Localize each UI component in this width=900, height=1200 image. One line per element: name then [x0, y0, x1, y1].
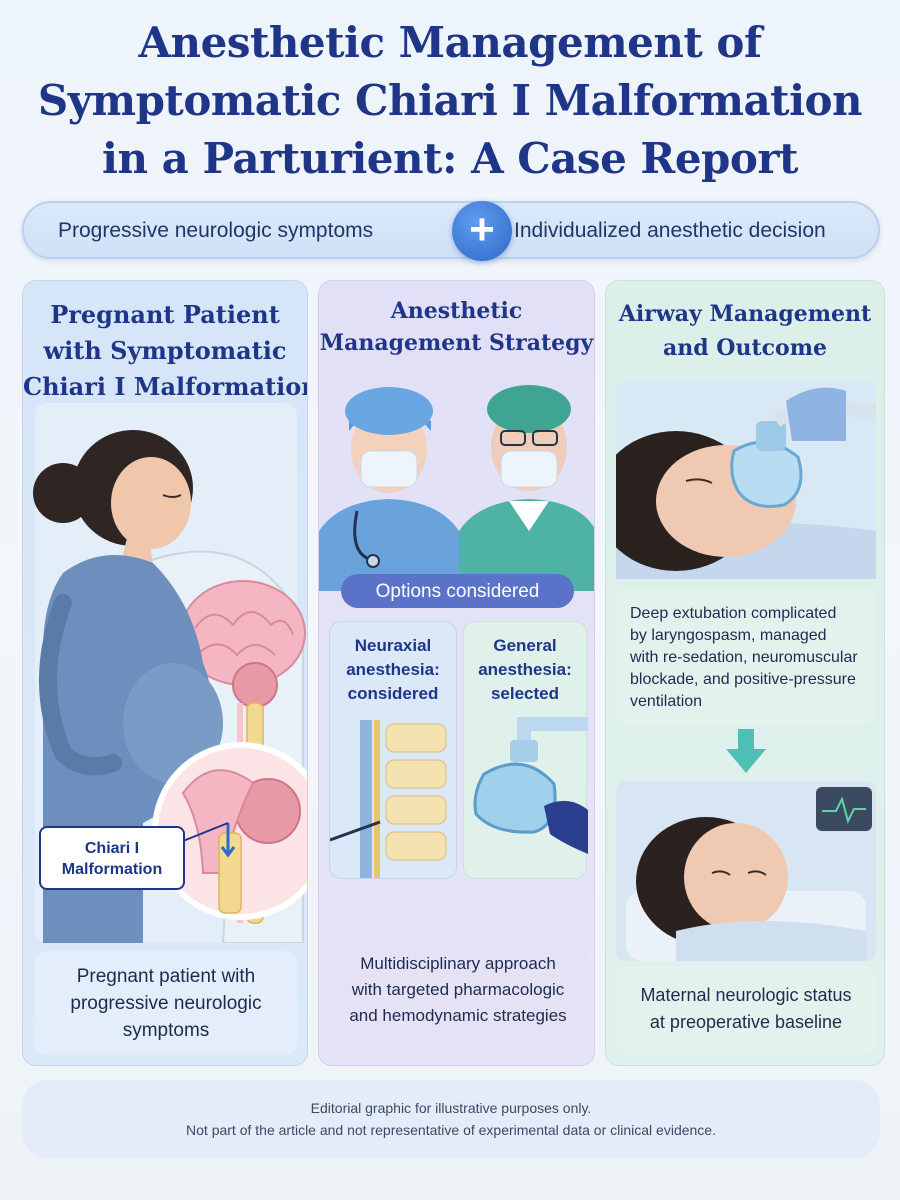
- clinicians-illustration: [319, 385, 594, 591]
- callout-line: Chiari I: [84, 840, 140, 857]
- panel-strategy-title: Anesthetic Management Strategy: [319, 295, 594, 359]
- options-considered-pill: Options considered: [341, 574, 574, 608]
- panel-strategy-title-line: Management Strategy: [319, 330, 594, 356]
- footer-line-1: Editorial graphic for illustrative purpo…: [310, 1100, 592, 1116]
- option-line: anesthesia:: [478, 660, 572, 679]
- mask-ventilation-illustration: [616, 381, 876, 579]
- option-general: General anesthesia: selected: [463, 621, 588, 879]
- panel-strategy-title-line: Anesthetic: [390, 298, 523, 324]
- panel-strategy: Anesthetic Management Strategy Options c…: [318, 280, 595, 1066]
- title-line-1: Anesthetic Management of: [138, 18, 762, 67]
- page-title: Anesthetic Management of Symptomatic Chi…: [0, 14, 900, 188]
- options-label: Options considered: [375, 581, 540, 602]
- option-line: Neuraxial: [354, 636, 432, 655]
- banner-left-text: Progressive neurologic symptoms: [58, 219, 374, 242]
- note-line: blockade, and positive-pressure: [630, 671, 856, 688]
- panel-patient: Pregnant Patient with Symptomatic Chiari…: [22, 280, 308, 1066]
- panel-patient-caption: Pregnant patient with progressive neurol…: [35, 951, 297, 1055]
- panel-airway-title: Airway Management and Outcome: [606, 297, 884, 365]
- note-line: with re-sedation, neuromuscular: [630, 649, 858, 666]
- caption-line: symptoms: [122, 1020, 210, 1041]
- panel-airway-title-line: and Outcome: [663, 335, 827, 361]
- caption-line: with targeted pharmacologic: [351, 980, 565, 999]
- note-line: ventilation: [630, 693, 703, 710]
- panel-airway-title-line: Airway Management: [618, 301, 872, 327]
- panel-strategy-caption: Multidisciplinary approach with targeted…: [329, 929, 587, 1049]
- anesthesia-mask-icon: [473, 717, 588, 854]
- option-line: anesthesia:: [346, 660, 440, 679]
- summary-banner: Progressive neurologic symptoms + Indivi…: [22, 201, 880, 261]
- option-line: selected: [490, 684, 560, 703]
- caption-line: Multidisciplinary approach: [360, 954, 556, 973]
- caption-line: Pregnant patient with: [76, 966, 256, 987]
- panel-airway: Airway Management and Outcome Deep extub…: [605, 280, 885, 1066]
- airway-note: Deep extubation complicated by laryngosp…: [616, 589, 876, 725]
- option-line: considered: [347, 684, 439, 703]
- disclaimer-footer: Editorial graphic for illustrative purpo…: [22, 1080, 880, 1158]
- spine-needle-icon: [330, 720, 447, 878]
- panel-airway-caption: Maternal neurologic status at preoperati…: [616, 966, 876, 1054]
- option-line: General: [493, 636, 557, 655]
- option-neuraxial: Neuraxial anesthesia: considered: [329, 621, 457, 879]
- caption-line: Maternal neurologic status: [640, 985, 852, 1005]
- caption-line: and hemodynamic strategies: [349, 1006, 567, 1025]
- panel-patient-title: Pregnant Patient with Symptomatic Chiari…: [23, 297, 307, 405]
- panel-patient-title-line: Pregnant Patient: [50, 300, 280, 329]
- chiari-callout: Chiari I Malformation: [39, 826, 185, 890]
- banner-right-text: Individualized anesthetic decision: [514, 219, 826, 242]
- callout-line: Malformation: [61, 861, 163, 878]
- note-line: by laryngospasm, managed: [630, 627, 827, 644]
- arrow-down-icon: [726, 729, 766, 773]
- recovered-patient-illustration: [616, 781, 876, 961]
- plus-icon: +: [452, 201, 512, 261]
- panel-patient-title-line: with Symptomatic: [43, 336, 287, 365]
- caption-line: progressive neurologic: [70, 993, 262, 1014]
- note-line: Deep extubation complicated: [630, 605, 837, 622]
- panel-patient-title-line: Chiari I Malformation: [23, 372, 308, 401]
- caption-line: at preoperative baseline: [649, 1012, 843, 1032]
- footer-line-2: Not part of the article and not represen…: [186, 1122, 716, 1138]
- title-line-3: in a Parturient: A Case Report: [102, 134, 798, 183]
- title-line-2: Symptomatic Chiari I Malformation: [37, 76, 863, 125]
